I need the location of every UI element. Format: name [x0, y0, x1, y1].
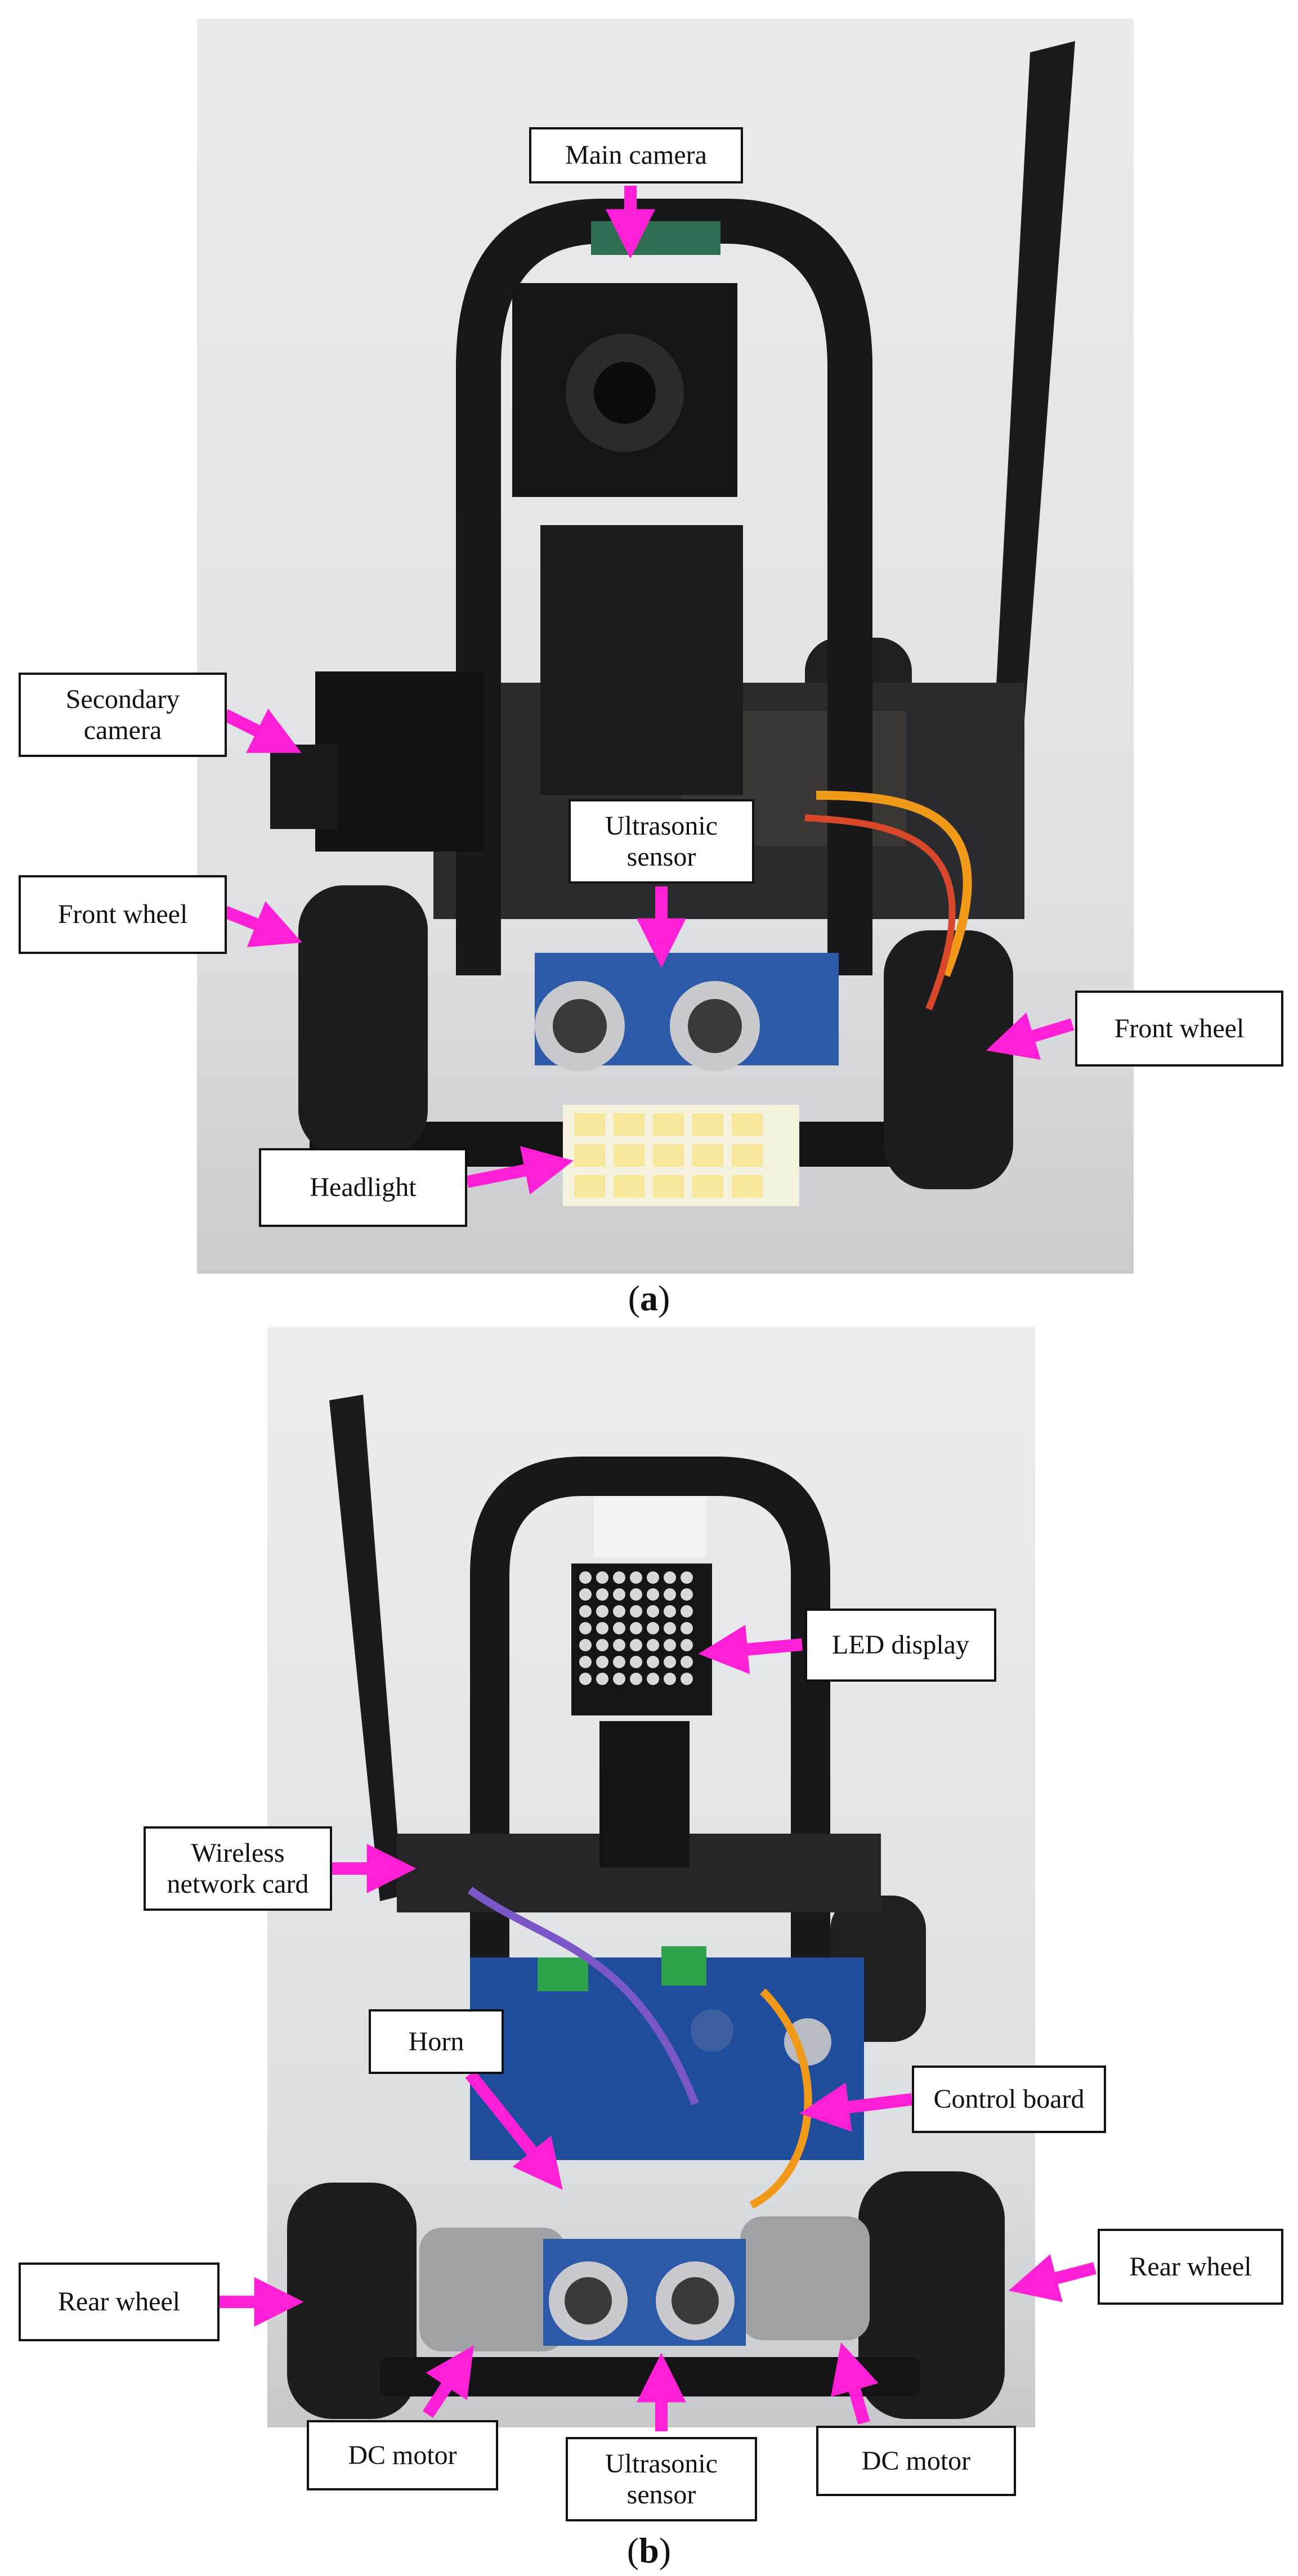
caption-b-close: ): [659, 2530, 672, 2570]
label-ultrasonic-sensor-a: Ultrasonic sensor: [569, 799, 754, 884]
label-led-display: LED display: [805, 1609, 996, 1682]
label-horn: Horn: [369, 2009, 504, 2074]
caption-b: (b): [593, 2530, 705, 2571]
caption-a-open: (: [628, 1278, 640, 1318]
photo-rear-view: [267, 1327, 1035, 2427]
caption-a-letter: a: [640, 1278, 658, 1318]
label-front-wheel-right: Front wheel: [1075, 991, 1283, 1067]
arrow-rear-wheel-right: [1008, 2254, 1096, 2302]
label-secondary-camera: Secondary camera: [19, 673, 227, 757]
label-dc-motor-left: DC motor: [307, 2420, 498, 2490]
label-front-wheel-left: Front wheel: [19, 875, 227, 954]
label-rear-wheel-right: Rear wheel: [1098, 2229, 1283, 2305]
caption-b-letter: b: [639, 2530, 659, 2570]
label-rear-wheel-left: Rear wheel: [19, 2263, 220, 2341]
label-wireless-network-card: Wireless network card: [144, 1826, 332, 1911]
caption-a-close: ): [658, 1278, 670, 1318]
photo-front-view: [197, 19, 1134, 1274]
label-headlight: Headlight: [259, 1148, 467, 1227]
label-ultrasonic-sensor-b: Ultrasonic sensor: [566, 2437, 757, 2521]
label-dc-motor-right: DC motor: [816, 2426, 1016, 2496]
caption-a: (a): [593, 1278, 705, 1319]
caption-b-open: (: [626, 2530, 639, 2570]
label-control-board: Control board: [912, 2066, 1106, 2133]
label-main-camera: Main camera: [529, 127, 743, 183]
